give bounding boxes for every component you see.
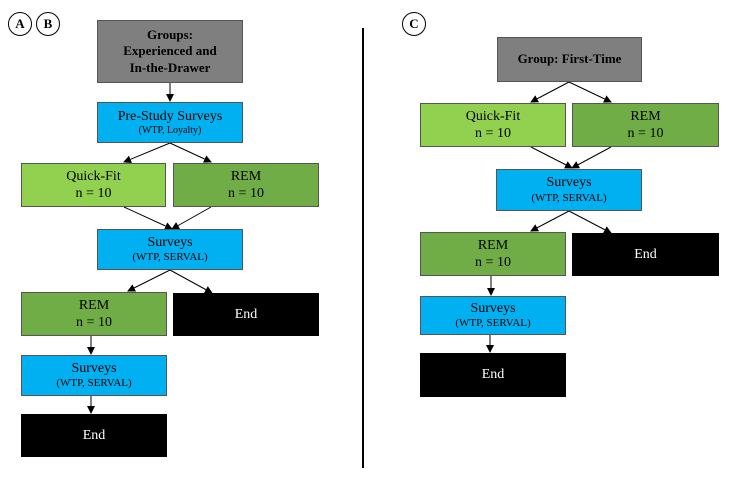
surveys-sub-r: (WTP, SERVAL) bbox=[531, 191, 607, 204]
end-box-right-2: End bbox=[420, 353, 566, 397]
rem2-title-r: REM bbox=[477, 237, 509, 253]
end2-label-r: End bbox=[481, 367, 505, 383]
arrow-group-to-quickfit bbox=[530, 81, 570, 103]
end-label: End bbox=[234, 306, 258, 322]
rem-n: n = 10 bbox=[228, 186, 264, 201]
end2-label: End bbox=[82, 427, 106, 443]
rem2-box-left: REM n = 10 bbox=[21, 292, 167, 336]
groups-line2: Experienced and bbox=[123, 43, 217, 59]
end-box-left-2: End bbox=[21, 414, 167, 457]
arrow-presurveys-to-quickfit bbox=[123, 142, 171, 164]
groups-experienced-box: Groups: Experienced and In-the-Drawer bbox=[97, 20, 243, 83]
quickfit-box-left: Quick-Fit n = 10 bbox=[21, 163, 166, 207]
rem2-n-r: n = 10 bbox=[475, 255, 511, 270]
surveys-box-right: Surveys (WTP, SERVAL) bbox=[496, 169, 642, 211]
end-box-left-1: End bbox=[173, 293, 319, 336]
surveys2-box-left: Surveys (WTP, SERVAL) bbox=[21, 355, 167, 396]
quickfit-n: n = 10 bbox=[75, 186, 112, 201]
arrow-surveys-to-end-r bbox=[568, 210, 612, 234]
arrow-rem-to-surveys bbox=[171, 206, 212, 230]
arrow-surveys-to-rem2 bbox=[127, 269, 171, 292]
pre-study-surveys-box: Pre-Study Surveys (WTP, Loyalty) bbox=[97, 102, 243, 143]
arrow-rem-to-surveys-r bbox=[571, 146, 612, 169]
quickfit-n-r: n = 10 bbox=[475, 126, 511, 141]
rem2-box-right: REM n = 10 bbox=[420, 232, 566, 276]
arrow-presurveys-to-rem bbox=[169, 142, 212, 163]
pre-surveys-sub: (WTP, Loyalty) bbox=[138, 125, 202, 136]
end-label-r: End bbox=[634, 246, 657, 262]
surveys2-box-right: Surveys (WTP, SERVAL) bbox=[420, 296, 566, 335]
surveys2-title-r: Surveys bbox=[470, 300, 516, 316]
groups-line3: In-the-Drawer bbox=[129, 59, 211, 75]
surveys-title: Surveys bbox=[147, 234, 193, 250]
surveys-box-left: Surveys (WTP, SERVAL) bbox=[97, 229, 243, 270]
surveys2-sub: (WTP, SERVAL) bbox=[56, 377, 132, 390]
panel-label-b: B bbox=[36, 12, 60, 36]
groups-line1: Groups: bbox=[147, 27, 193, 43]
quickfit-box-right: Quick-Fit n = 10 bbox=[420, 103, 566, 147]
arrow-quickfit-to-surveys-r bbox=[530, 146, 573, 169]
rem-title-r: REM bbox=[630, 108, 661, 124]
group-first-time-label: Group: First-Time bbox=[517, 51, 622, 67]
end-box-right-1: End bbox=[572, 233, 719, 276]
surveys2-sub-r: (WTP, SERVAL) bbox=[455, 317, 531, 330]
arrow-quickfit-to-surveys bbox=[123, 206, 173, 230]
rem2-n: n = 10 bbox=[76, 315, 112, 330]
rem-box-right: REM n = 10 bbox=[572, 103, 719, 147]
group-first-time-box: Group: First-Time bbox=[497, 37, 642, 82]
rem-title: REM bbox=[230, 168, 262, 184]
surveys-title-r: Surveys bbox=[546, 175, 592, 191]
arrow-group-to-rem bbox=[568, 81, 612, 103]
arrow-surveys-to-rem2-r bbox=[530, 210, 570, 232]
surveys-sub: (WTP, SERVAL) bbox=[132, 251, 208, 264]
surveys2-title: Surveys bbox=[71, 360, 117, 376]
panel-label-a: A bbox=[8, 12, 32, 36]
arrow-surveys-to-end bbox=[169, 269, 213, 294]
rem-box-left: REM n = 10 bbox=[173, 163, 319, 207]
panel-label-c: C bbox=[402, 12, 426, 36]
rem2-title: REM bbox=[78, 297, 110, 313]
rem-n-r: n = 10 bbox=[627, 126, 664, 141]
pre-surveys-title: Pre-Study Surveys bbox=[117, 108, 223, 124]
quickfit-title: Quick-Fit bbox=[66, 168, 121, 184]
quickfit-title-r: Quick-Fit bbox=[465, 108, 521, 124]
